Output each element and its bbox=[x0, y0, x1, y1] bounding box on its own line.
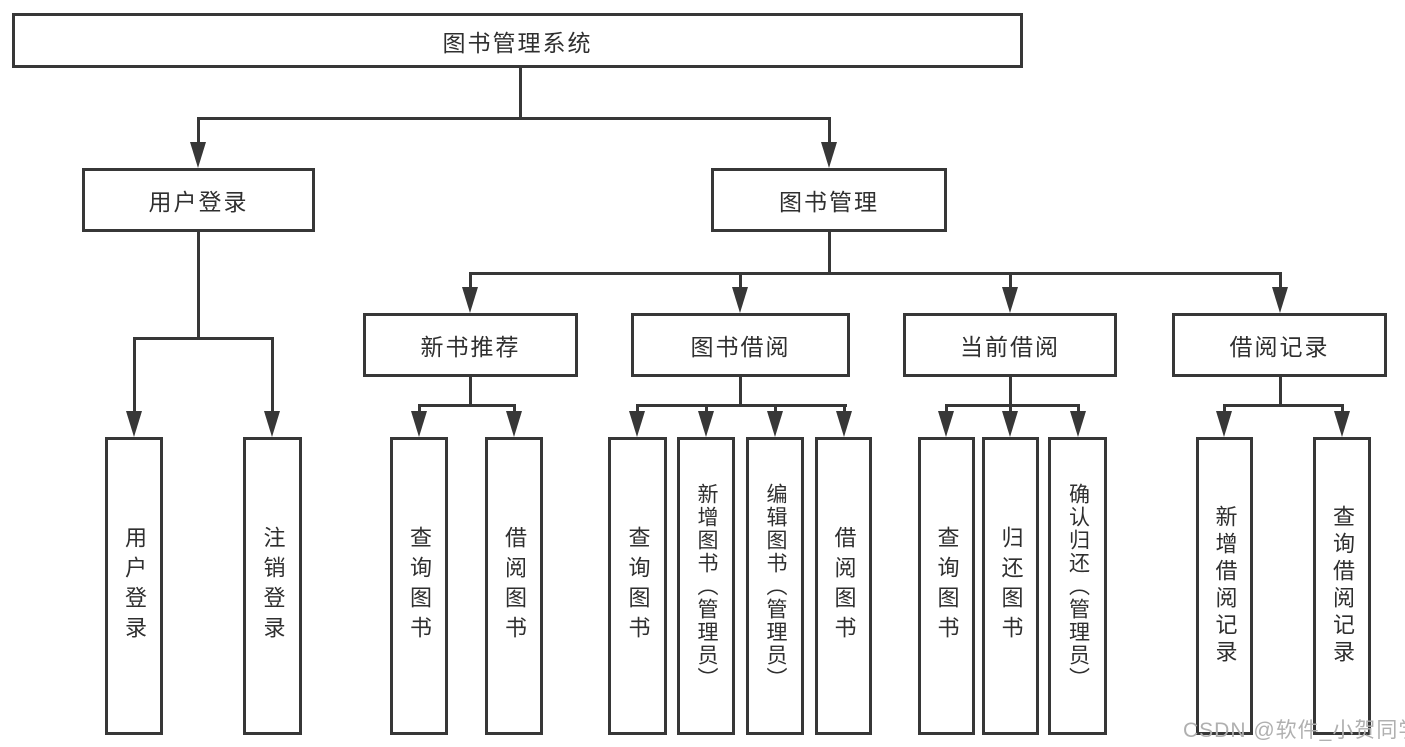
leaf-bb-query-books-label: 查询图书 bbox=[625, 526, 651, 646]
leaf-cb-confirm-return-admin: 确认归还（管理员） bbox=[1048, 437, 1107, 735]
connector-root-left-shaft bbox=[197, 117, 200, 144]
leaf-cb-query-books-label: 查询图书 bbox=[934, 526, 960, 646]
arrowhead-currentborrow bbox=[1002, 287, 1018, 313]
node-new-books: 新书推荐 bbox=[363, 313, 578, 377]
leaf-bb-add-books-admin-label: 新增图书（管理员） bbox=[695, 482, 718, 690]
arrowhead-bb-edit bbox=[767, 411, 783, 437]
node-new-books-label: 新书推荐 bbox=[420, 334, 521, 360]
node-user-login-label: 用户登录 bbox=[148, 189, 249, 215]
connector-bookmgmt-stem bbox=[828, 232, 831, 275]
arrowhead-bb-borrow bbox=[836, 411, 852, 437]
node-user-login: 用户登录 bbox=[82, 168, 315, 232]
leaf-br-query-record-label: 查询借阅记录 bbox=[1330, 505, 1355, 667]
connector-currentborrow-branch bbox=[945, 404, 1080, 407]
leaf-bb-edit-books-admin: 编辑图书（管理员） bbox=[746, 437, 804, 735]
watermark: CSDN @软件_小贺同学 bbox=[1183, 719, 1405, 742]
connector-root-stem bbox=[519, 68, 522, 118]
leaf-user-login: 用户登录 bbox=[105, 437, 163, 735]
connector-newbooks-shaft bbox=[469, 272, 472, 289]
node-book-borrow: 图书借阅 bbox=[631, 313, 850, 377]
connector-bradd-shaft bbox=[1223, 404, 1226, 413]
connector-bbborrow-shaft bbox=[843, 404, 846, 413]
connector-borrowrecords-shaft bbox=[1279, 272, 1282, 289]
leaf-nb-borrow-books-label: 借阅图书 bbox=[502, 526, 527, 646]
arrowhead-br-add bbox=[1216, 411, 1232, 437]
connector-borrowrecords-stem bbox=[1279, 377, 1282, 407]
connector-cbreturn-shaft bbox=[1009, 404, 1012, 413]
leaf-nb-borrow-books: 借阅图书 bbox=[485, 437, 543, 735]
connector-bbadd-shaft bbox=[705, 404, 708, 413]
connector-brquery-shaft bbox=[1341, 404, 1344, 413]
node-book-borrow-label: 图书借阅 bbox=[690, 334, 791, 360]
connector-currentborrow-shaft bbox=[1009, 272, 1012, 289]
leaf-br-add-record-label: 新增借阅记录 bbox=[1212, 505, 1238, 667]
connector-bookborrow-shaft bbox=[739, 272, 742, 289]
node-book-mgmt: 图书管理 bbox=[711, 168, 947, 232]
leaf-nb-query-books: 查询图书 bbox=[390, 437, 448, 735]
arrowhead-bookborrow bbox=[732, 287, 748, 313]
connector-bookborrow-stem bbox=[739, 377, 742, 407]
arrowhead-bb-query bbox=[629, 411, 645, 437]
leaf-user-login-label: 用户登录 bbox=[122, 526, 147, 646]
arrowhead-br-query bbox=[1334, 411, 1350, 437]
connector-userlogin-stem bbox=[197, 232, 200, 338]
connector-borrowrecords-branch bbox=[1223, 404, 1344, 407]
connector-bookborrow-branch bbox=[636, 404, 847, 407]
node-current-borrow-label: 当前借阅 bbox=[960, 334, 1060, 360]
connector-userlogin-right-shaft bbox=[271, 337, 274, 413]
arrowhead-cb-query bbox=[938, 411, 954, 437]
node-current-borrow: 当前借阅 bbox=[903, 313, 1117, 377]
arrowhead-bb-add bbox=[698, 411, 714, 437]
arrowhead-cb-return bbox=[1002, 411, 1018, 437]
connector-root-right-shaft bbox=[828, 117, 831, 144]
connector-userlogin-left-shaft bbox=[133, 337, 136, 413]
leaf-cb-return-books: 归还图书 bbox=[982, 437, 1039, 735]
leaf-bb-borrow-books-label: 借阅图书 bbox=[831, 526, 857, 646]
leaf-cb-confirm-return-admin-label: 确认归还（管理员） bbox=[1066, 482, 1090, 690]
arrowhead-login-leaf bbox=[126, 411, 142, 437]
arrowhead-cb-confirm bbox=[1070, 411, 1086, 437]
leaf-br-query-record: 查询借阅记录 bbox=[1313, 437, 1371, 735]
connector-cbquery-shaft bbox=[945, 404, 948, 413]
node-root: 图书管理系统 bbox=[12, 13, 1023, 68]
connector-root-branch bbox=[197, 117, 831, 120]
node-borrow-records: 借阅记录 bbox=[1172, 313, 1387, 377]
connector-bbquery-shaft bbox=[636, 404, 639, 413]
connector-userlogin-branch bbox=[133, 337, 274, 340]
leaf-logout-label: 注销登录 bbox=[260, 526, 286, 646]
leaf-logout: 注销登录 bbox=[243, 437, 302, 735]
leaf-bb-edit-books-admin-label: 编辑图书（管理员） bbox=[764, 482, 787, 690]
connector-currentborrow-stem bbox=[1009, 377, 1012, 407]
leaf-bb-borrow-books: 借阅图书 bbox=[815, 437, 872, 735]
arrowhead-borrowrecords bbox=[1272, 287, 1288, 313]
connector-bookmgmt-branch bbox=[469, 272, 1282, 275]
arrowhead-newbooks bbox=[462, 287, 478, 313]
arrowhead-user-login bbox=[190, 142, 206, 168]
leaf-br-add-record: 新增借阅记录 bbox=[1196, 437, 1253, 735]
connector-newbooks-stem bbox=[469, 377, 472, 407]
leaf-bb-query-books: 查询图书 bbox=[608, 437, 667, 735]
connector-nbborrow-shaft bbox=[513, 404, 516, 413]
node-root-label: 图书管理系统 bbox=[442, 29, 593, 56]
arrowhead-book-mgmt bbox=[821, 142, 837, 168]
node-borrow-records-label: 借阅记录 bbox=[1229, 334, 1330, 360]
leaf-bb-add-books-admin: 新增图书（管理员） bbox=[677, 437, 735, 735]
node-book-mgmt-label: 图书管理 bbox=[779, 189, 879, 215]
connector-nbquery-shaft bbox=[418, 404, 421, 413]
arrowhead-logout-leaf bbox=[264, 411, 280, 437]
leaf-nb-query-books-label: 查询图书 bbox=[407, 526, 432, 646]
leaf-cb-query-books: 查询图书 bbox=[918, 437, 975, 735]
leaf-cb-return-books-label: 归还图书 bbox=[998, 526, 1024, 646]
connector-bbedit-shaft bbox=[774, 404, 777, 413]
connector-newbooks-branch bbox=[418, 404, 516, 407]
arrowhead-nb-borrow bbox=[506, 411, 522, 437]
connector-cbconfirm-shaft bbox=[1077, 404, 1080, 413]
arrowhead-nb-query bbox=[411, 411, 427, 437]
